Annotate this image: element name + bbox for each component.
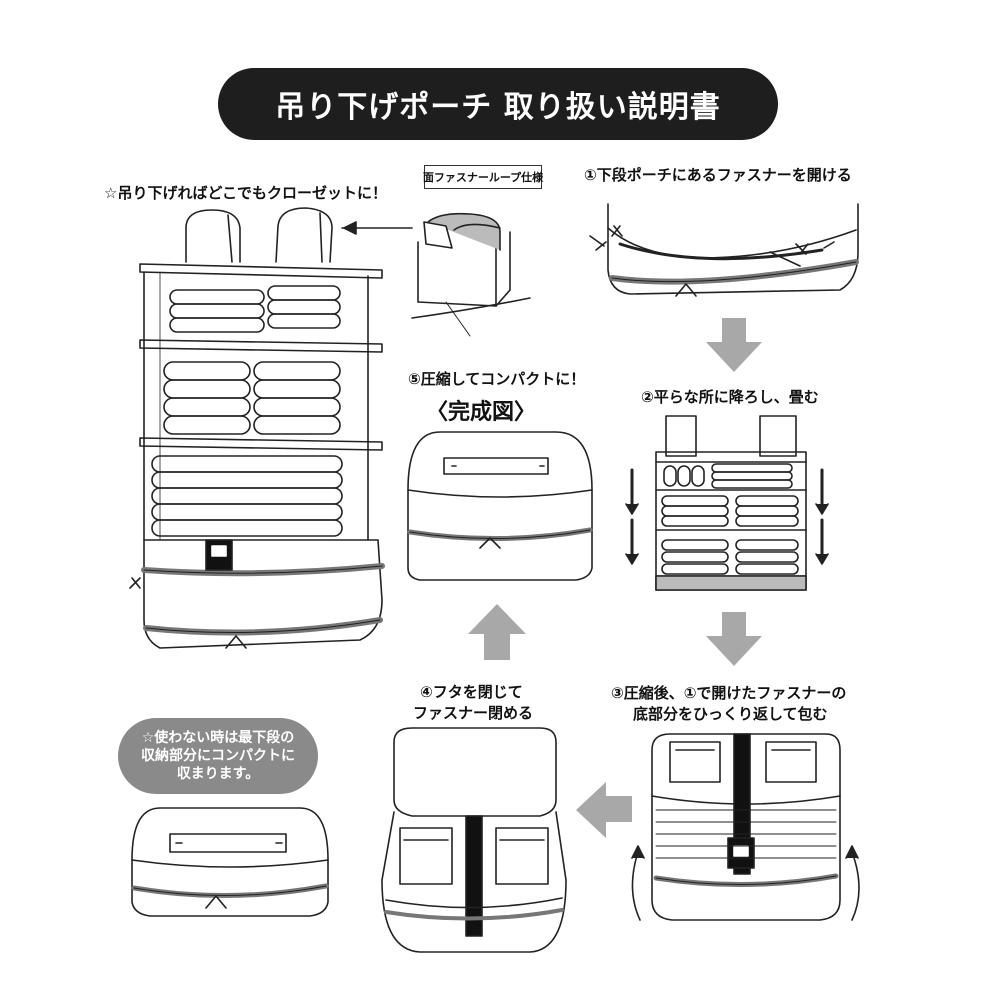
step-4-illustration bbox=[381, 727, 567, 953]
step-4-caption-line2: ファスナー閉める bbox=[413, 704, 534, 722]
step-3-caption-line1: ③圧縮後、①で開けたファスナーの bbox=[611, 684, 847, 702]
step-3-caption-line2: 底部分をひっくり返して包む bbox=[633, 705, 828, 723]
step-5-caption: ⑤圧縮してコンパクトに！ bbox=[408, 370, 586, 388]
velcro-loop-tag: 面ファスナーループ仕様 bbox=[423, 165, 543, 189]
note-line-3: 収まります。 bbox=[176, 766, 260, 782]
pointer-arrow bbox=[341, 221, 413, 235]
step-2-caption: ②平らな所に降ろし、畳む bbox=[641, 388, 819, 406]
compact-pouch-illustration bbox=[131, 807, 329, 917]
intro-caption: ☆吊り下げればどこでもクローゼットに！ bbox=[104, 184, 387, 202]
arrow-up bbox=[468, 604, 526, 660]
step-3-illustration bbox=[631, 733, 860, 921]
storage-note-bubble: ☆使わない時は最下段の 収納部分にコンパクトに 収まります。 bbox=[118, 718, 318, 794]
hanging-organizer-illustration bbox=[129, 207, 385, 649]
page-title: 吊り下げポーチ 取り扱い説明書 bbox=[275, 90, 721, 125]
step-1-illustration bbox=[589, 203, 859, 297]
step-4-caption-line1: ④フタを閉じて bbox=[420, 683, 523, 701]
arrow-down-2 bbox=[706, 612, 762, 666]
note-line-2: 収納部分にコンパクトに bbox=[141, 748, 295, 764]
step-5-complete-illustration bbox=[407, 431, 593, 581]
title-banner: 吊り下げポーチ 取り扱い説明書 bbox=[218, 68, 778, 140]
note-line-1: ☆使わない時は最下段の bbox=[141, 730, 295, 746]
step-1-caption: ①下段ポーチにあるファスナーを開ける bbox=[584, 166, 852, 184]
arrow-left bbox=[576, 782, 632, 838]
step-2-illustration bbox=[625, 415, 829, 591]
arrow-down-1 bbox=[706, 318, 762, 372]
complete-diagram-label: 〈完成図〉 bbox=[426, 400, 537, 425]
velcro-loop-illustration bbox=[411, 212, 531, 337]
